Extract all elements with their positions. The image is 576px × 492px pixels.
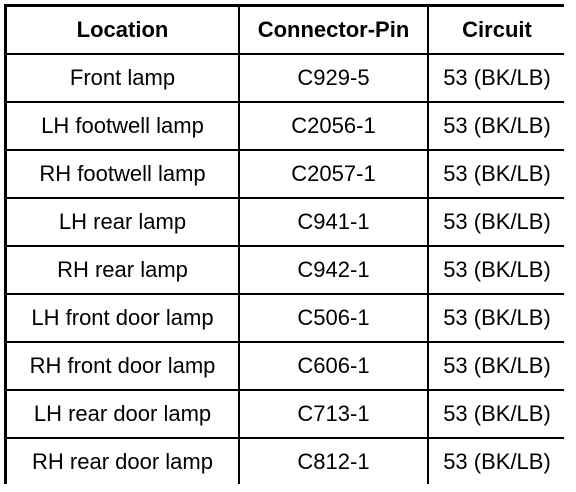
row-2-circuit: 53 (BK/LB): [429, 103, 565, 149]
row-5-circuit: 53 (BK/LB): [429, 247, 565, 293]
row-6-location: LH front door lamp: [7, 295, 238, 341]
row-4-circuit: 53 (BK/LB): [429, 199, 565, 245]
row-4-location: LH rear lamp: [7, 199, 238, 245]
row-8-circuit: 53 (BK/LB): [429, 391, 565, 437]
row-7-circuit: 53 (BK/LB): [429, 343, 565, 389]
row-6-connector-pin: C506-1: [240, 295, 427, 341]
row-4-connector-pin: C941-1: [240, 199, 427, 245]
header-connector-pin: Connector-Pin: [240, 7, 427, 53]
row-8-location: LH rear door lamp: [7, 391, 238, 437]
row-3-location: RH footwell lamp: [7, 151, 238, 197]
row-8-connector-pin: C713-1: [240, 391, 427, 437]
row-7-connector-pin: C606-1: [240, 343, 427, 389]
row-1-circuit: 53 (BK/LB): [429, 55, 565, 101]
connector-table: Location Connector-Pin Circuit Front lam…: [4, 4, 565, 485]
row-5-location: RH rear lamp: [7, 247, 238, 293]
row-6-circuit: 53 (BK/LB): [429, 295, 565, 341]
row-2-location: LH footwell lamp: [7, 103, 238, 149]
row-3-circuit: 53 (BK/LB): [429, 151, 565, 197]
row-3-connector-pin: C2057-1: [240, 151, 427, 197]
row-9-circuit: 53 (BK/LB): [429, 439, 565, 485]
header-circuit: Circuit: [429, 7, 565, 53]
row-9-location: RH rear door lamp: [7, 439, 238, 485]
row-7-location: RH front door lamp: [7, 343, 238, 389]
row-9-connector-pin: C812-1: [240, 439, 427, 485]
row-1-location: Front lamp: [7, 55, 238, 101]
row-2-connector-pin: C2056-1: [240, 103, 427, 149]
row-1-connector-pin: C929-5: [240, 55, 427, 101]
header-location: Location: [7, 7, 238, 53]
row-5-connector-pin: C942-1: [240, 247, 427, 293]
